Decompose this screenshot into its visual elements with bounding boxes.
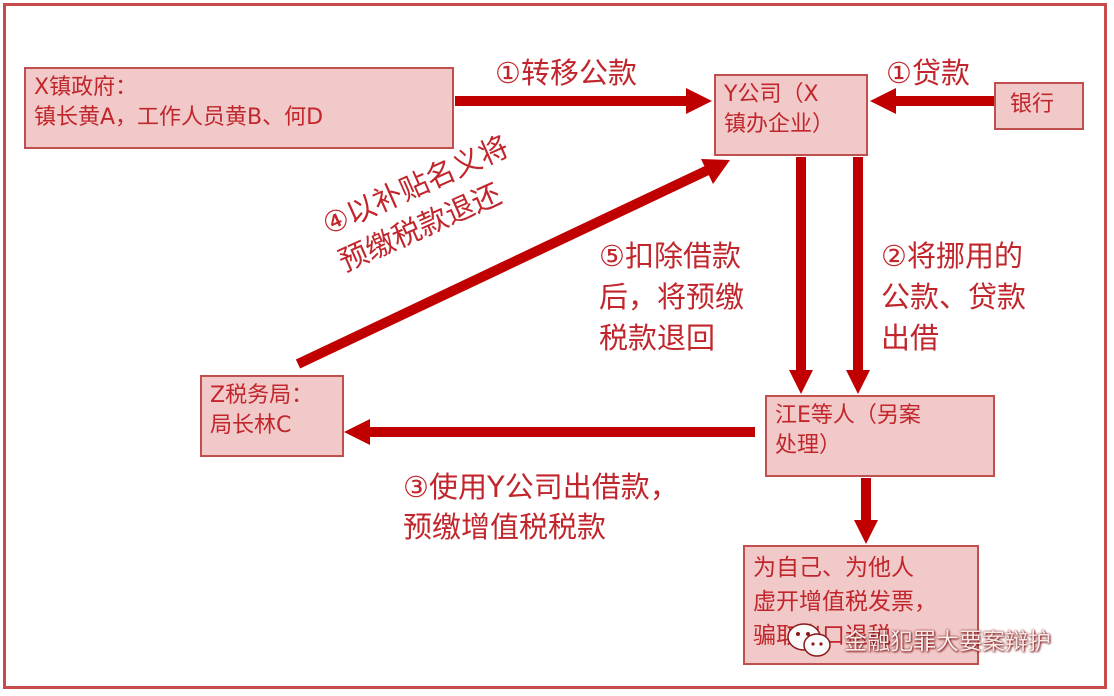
node-x-town-government: X镇政府： 镇长黄A，工作人员黄B、何D — [24, 67, 454, 149]
wechat-icon — [787, 623, 831, 657]
node-bank: 银行 — [994, 82, 1084, 130]
label-deduct-refund: ⑤扣除借款 后，将预缴 税款退回 — [599, 239, 745, 355]
label-prepay-tax: ③使用Y公司出借款， 预缴增值税税款 — [403, 470, 679, 544]
arrow-loan — [870, 88, 995, 114]
arrow-invoice — [854, 478, 878, 544]
arrow-prepay-tax — [344, 419, 755, 445]
arrow-transfer-funds — [455, 88, 712, 114]
label-lend-out: ②将挪用的 公款、贷款 出借 — [881, 239, 1027, 355]
arrow-deduct-refund — [789, 157, 813, 394]
arrow-lend-out — [846, 157, 870, 394]
node-z-tax-bureau: Z税务局： 局长林C — [200, 375, 344, 457]
label-loan: ①贷款 — [886, 56, 970, 90]
arrow-refund-subsidy — [295, 159, 730, 369]
label-transfer-funds: ①转移公款 — [495, 56, 637, 90]
watermark-text: 金融犯罪大要案辩护 — [844, 629, 1051, 655]
node-jiang-e: 江E等人（另案 处理） — [765, 395, 995, 477]
node-y-company: Y公司（X 镇办企业） — [714, 74, 868, 156]
